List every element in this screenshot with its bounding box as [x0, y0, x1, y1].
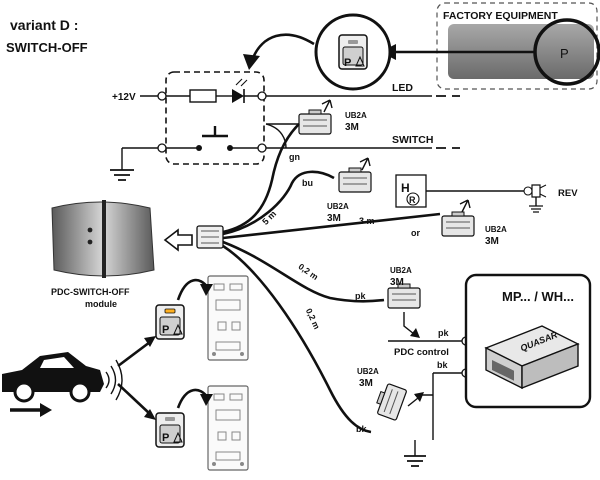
pdc-control-label: PDC control: [394, 347, 449, 358]
wire-switch-link: [265, 123, 287, 149]
main-plug-connector: [196, 225, 224, 249]
zoomed-button-glyph: P: [344, 57, 351, 69]
arrow-car-to-lit-button: [117, 340, 151, 368]
wire-bu-label: bu: [302, 178, 313, 188]
arrow-button-to-switchbox: [251, 33, 315, 59]
wire-pk: [222, 240, 385, 303]
pcb-board-top: [207, 275, 249, 361]
arrow-head-switchbox: [243, 54, 260, 70]
wire-or: [222, 212, 441, 240]
pcb-board-bottom: [207, 385, 249, 471]
led-label: LED: [392, 82, 413, 94]
gear-r: R: [409, 195, 416, 205]
connector-rev: [441, 211, 475, 237]
ground-icon-rev: [529, 197, 543, 213]
variant-subtitle: SWITCH-OFF: [6, 40, 88, 55]
connector-switch-label: UB2A: [327, 202, 349, 211]
led-diode-icon: [232, 89, 244, 103]
push-switch-icon: [202, 126, 228, 138]
wire-02m-b-label: 0,2 m: [304, 307, 322, 331]
wire-bk-label: bk: [356, 424, 367, 434]
connector-ground-sub: 3M: [359, 378, 373, 389]
mp-wh-label: MP... / WH...: [502, 289, 574, 304]
connector-ground-label: UB2A: [357, 367, 379, 376]
quasar-unit: [484, 325, 580, 390]
factory-equipment-label: FACTORY EQUIPMENT: [443, 10, 558, 22]
factory-button-glyph: P: [560, 46, 569, 61]
connector-rev-sub: 3M: [485, 236, 499, 247]
wire-pk-lower-label: pk: [438, 328, 449, 338]
wire-3m-label: 3 m: [359, 216, 375, 226]
switch-label: SWITCH: [392, 134, 433, 146]
sensor-waves-icon: [105, 359, 123, 401]
pdc-switch-off-module: [51, 200, 155, 278]
zoomed-button-triangle-icon: [355, 55, 365, 67]
wire-02m-a-label: 0,2 m: [297, 261, 321, 282]
reverse-lamp-icon: [531, 184, 541, 198]
switch-box: [165, 71, 265, 165]
wire-bk-lower-label: bk: [437, 360, 448, 370]
module-plug-arrow: [163, 228, 193, 252]
module-label-line1: PDC-SWITCH-OFF: [51, 287, 130, 297]
wire-bk: [222, 244, 372, 434]
connector-pdc-sub: 3M: [390, 277, 404, 288]
resistor: [189, 89, 217, 103]
wire-gn: [222, 123, 300, 234]
connector-rev-label: UB2A: [485, 225, 507, 234]
wire-or-label: or: [411, 228, 420, 238]
arrow-car-to-unlit-button: [117, 383, 151, 415]
ground-icon-bottom: [404, 440, 426, 467]
connector-led-sub: 3M: [345, 122, 359, 133]
connector-switch-sub: 3M: [327, 213, 341, 224]
button-unlit-glyph: P: [162, 432, 169, 444]
wire-pk-label: pk: [355, 291, 366, 301]
ground-icon-left: [110, 148, 134, 181]
connector-led: [298, 109, 332, 135]
variant-title: variant D :: [10, 17, 78, 33]
parking-button-unlit: [155, 412, 185, 448]
connector-ground: [372, 381, 408, 422]
module-label-line2: module: [85, 299, 117, 309]
gear-h: H: [401, 181, 410, 195]
connector-switch: [338, 167, 372, 193]
zoomed-parking-button: [338, 34, 368, 70]
parking-button-lit: [155, 304, 185, 340]
supply-label: +12V: [112, 92, 136, 103]
connector-led-label: UB2A: [345, 111, 367, 120]
button-lit-glyph: P: [162, 324, 169, 336]
connector-pdc-label: UB2A: [390, 266, 412, 275]
car-icon: [2, 352, 104, 403]
rev-label: REV: [558, 188, 578, 199]
wire-5m-label: 5 m: [260, 209, 278, 227]
wire-bu: [222, 170, 335, 236]
wire-gn-label: gn: [289, 152, 300, 162]
